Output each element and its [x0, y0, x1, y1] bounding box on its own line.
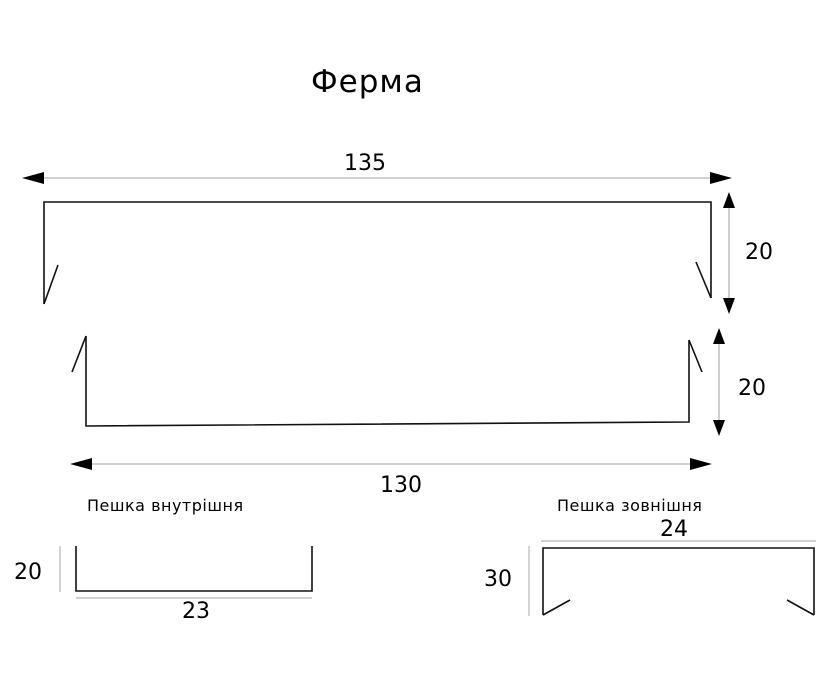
inner-piece-profile: [59, 546, 313, 599]
diagram-title: Ферма: [311, 64, 424, 100]
bottom-height-dimension: [713, 328, 725, 436]
bottom-height-label: 20: [738, 376, 766, 401]
bottom-width-dimension: [70, 458, 712, 470]
inner-piece-width-label: 23: [182, 599, 210, 624]
top-truss-profile: [43, 201, 712, 305]
outer-piece-caption: Пешка зовнішня: [557, 496, 703, 515]
outer-piece-width-label: 24: [660, 517, 688, 542]
bottom-truss-profile: [71, 335, 703, 427]
bottom-width-label: 130: [380, 473, 422, 498]
outer-piece-height-label: 30: [484, 567, 512, 592]
top-height-label: 20: [745, 240, 773, 265]
top-width-dimension: [22, 172, 732, 184]
outer-piece-profile: [528, 540, 816, 616]
inner-piece-height-label: 20: [14, 560, 42, 585]
top-width-label: 135: [344, 151, 386, 176]
inner-piece-caption: Пешка внутрішня: [87, 496, 244, 515]
top-height-dimension: [723, 192, 735, 314]
